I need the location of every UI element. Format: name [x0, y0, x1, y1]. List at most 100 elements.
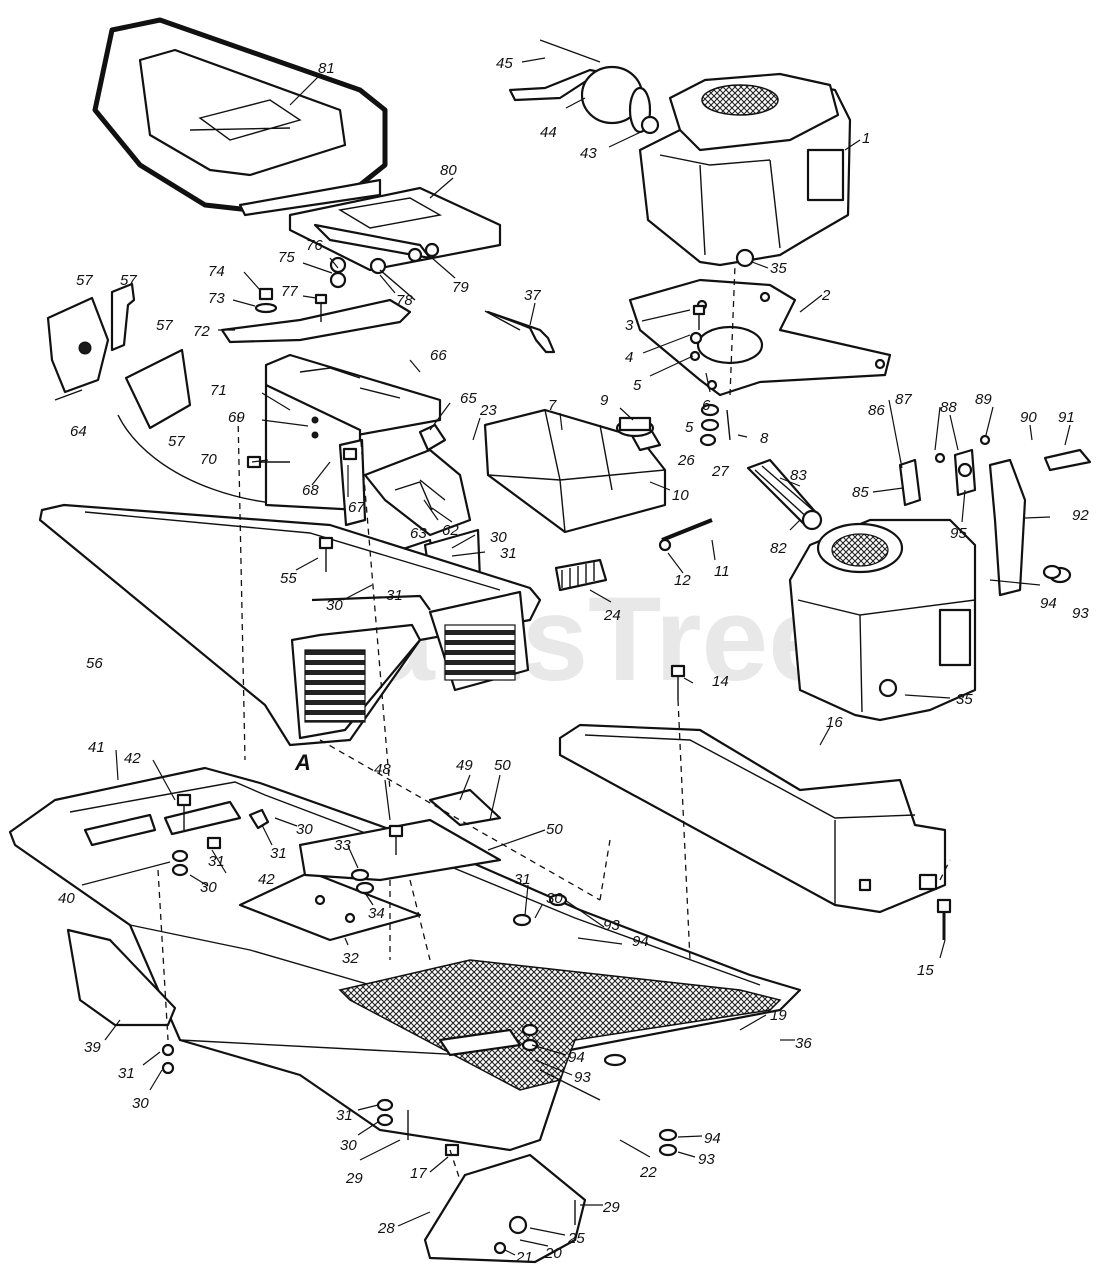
callout-76: 76 — [306, 237, 323, 254]
callout-labels: 81 45 44 43 1 80 35 2 76 75 74 73 77 78 … — [58, 55, 1089, 1266]
callout-64: 64 — [70, 423, 87, 440]
callout-83: 83 — [790, 467, 807, 484]
callout-34: 34 — [368, 905, 385, 922]
part-frame-plate — [238, 870, 422, 942]
part-seat-adjust-plate — [220, 298, 412, 344]
callout-44: 44 — [540, 124, 557, 141]
callout-36: 36 — [795, 1035, 812, 1052]
callout-94a: 94 — [1040, 595, 1057, 612]
callout-35a: 35 — [770, 260, 787, 277]
callout-57d: 57 — [168, 433, 185, 450]
part-engine-upper — [638, 72, 852, 268]
callout-25: 25 — [567, 1230, 585, 1247]
part-bolts-74-77 — [254, 287, 328, 322]
part-fuel-line — [554, 518, 713, 592]
callout-93c: 93 — [574, 1069, 591, 1086]
callout-30g: 30 — [340, 1137, 357, 1154]
section-marker: A — [294, 750, 311, 775]
callout-55: 55 — [280, 570, 297, 587]
callout-9: 9 — [600, 392, 609, 409]
callout-66: 66 — [430, 347, 447, 364]
callout-1: 1 — [862, 130, 870, 147]
callout-14: 14 — [712, 673, 729, 690]
callout-33: 33 — [334, 837, 351, 854]
part-muffler — [508, 39, 660, 135]
callout-4: 4 — [625, 349, 633, 366]
callout-69: 69 — [228, 409, 245, 426]
callout-50b: 50 — [546, 821, 563, 838]
part-side-panel — [558, 723, 947, 914]
part-bolt-14 — [670, 664, 686, 700]
callout-75: 75 — [278, 249, 295, 266]
part-bottom-hardware — [171, 793, 678, 1225]
callout-74: 74 — [208, 263, 225, 280]
callout-5a: 5 — [633, 377, 642, 394]
callout-43: 43 — [580, 145, 597, 162]
callout-77: 77 — [281, 283, 298, 300]
callout-10: 10 — [672, 487, 689, 504]
callout-67: 67 — [348, 499, 365, 516]
part-front-guard — [423, 1153, 587, 1264]
part-seat — [92, 17, 388, 217]
part-hinge-pins — [329, 242, 440, 301]
callout-94d: 94 — [704, 1130, 721, 1147]
callout-12: 12 — [674, 572, 691, 589]
callout-7: 7 — [548, 397, 557, 414]
callout-3: 3 — [625, 317, 634, 334]
part-rear-guard — [66, 928, 177, 1075]
callout-79: 79 — [452, 279, 469, 296]
callout-86: 86 — [868, 402, 885, 419]
part-pedal-assembly — [246, 353, 472, 537]
part-engine-plate — [628, 278, 892, 397]
callout-56: 56 — [86, 655, 103, 672]
callout-49: 49 — [456, 757, 473, 774]
callout-37: 37 — [524, 287, 541, 304]
callout-5b: 5 — [685, 419, 694, 436]
callout-88: 88 — [940, 399, 957, 416]
callout-50a: 50 — [494, 757, 511, 774]
callout-73: 73 — [208, 290, 225, 307]
callout-28: 28 — [377, 1220, 395, 1237]
callout-22: 22 — [639, 1164, 657, 1181]
callout-30d: 30 — [200, 879, 217, 896]
callout-94c: 94 — [568, 1049, 585, 1066]
callout-45: 45 — [496, 55, 513, 72]
part-frame-bracket — [298, 788, 502, 882]
callout-30b: 30 — [326, 597, 343, 614]
leader-lines — [81, 57, 1071, 1256]
callout-81: 81 — [318, 60, 335, 77]
callout-85: 85 — [852, 484, 869, 501]
callout-30f: 30 — [132, 1095, 149, 1112]
part-lift-brackets — [46, 282, 361, 506]
callout-65: 65 — [460, 390, 477, 407]
callout-89: 89 — [975, 391, 992, 408]
callout-21: 21 — [515, 1249, 533, 1266]
callout-16: 16 — [826, 714, 843, 731]
callout-82: 82 — [770, 540, 787, 557]
callout-92: 92 — [1072, 507, 1089, 524]
part-engine-lower — [788, 518, 977, 722]
callout-8: 8 — [760, 430, 769, 447]
callout-93a: 93 — [1072, 605, 1089, 622]
callout-42b: 42 — [258, 871, 275, 888]
assembly-guide-lines — [157, 264, 951, 1181]
callout-93d: 93 — [698, 1151, 715, 1168]
callout-72: 72 — [193, 323, 210, 340]
callout-31e: 31 — [514, 871, 531, 888]
callout-31a: 31 — [500, 545, 517, 562]
callout-80: 80 — [440, 162, 457, 179]
callout-48: 48 — [374, 761, 391, 778]
callout-2: 2 — [821, 287, 831, 304]
callout-20: 20 — [544, 1245, 562, 1262]
callout-93b: 93 — [603, 917, 620, 934]
callout-31g: 31 — [336, 1107, 353, 1124]
callout-63: 63 — [410, 525, 427, 542]
part-throttle-cable — [484, 310, 556, 354]
callout-40: 40 — [58, 890, 75, 907]
callout-29a: 29 — [345, 1170, 363, 1187]
callout-39: 39 — [84, 1039, 101, 1056]
callout-31c: 31 — [270, 845, 287, 862]
callout-95: 95 — [950, 525, 967, 542]
callout-32: 32 — [342, 950, 359, 967]
callout-31b: 31 — [386, 587, 403, 604]
